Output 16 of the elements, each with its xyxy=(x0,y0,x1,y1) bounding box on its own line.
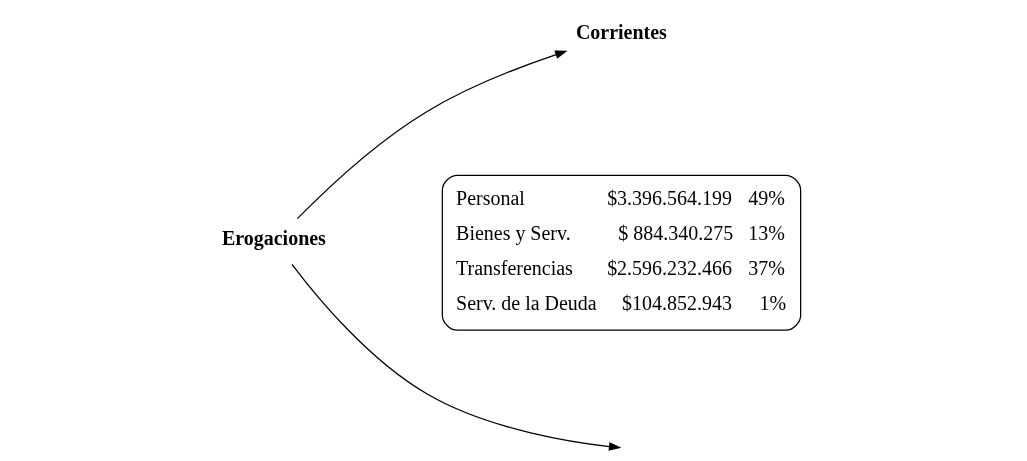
label: Personal xyxy=(456,187,525,210)
label: Bienes y Serv. xyxy=(456,222,571,245)
label: $104.852.943 xyxy=(622,291,732,314)
arrow xyxy=(291,263,622,451)
label: $2.596.232.466 xyxy=(607,256,732,279)
label: 13% xyxy=(748,222,785,245)
node-text: Erogaciones xyxy=(221,227,326,250)
label: Serv. de la Deuda xyxy=(456,291,597,314)
label: $3.396.564.199 xyxy=(607,187,732,210)
label: 37% xyxy=(748,256,785,279)
label: $ 884.340.275 xyxy=(618,222,734,245)
label: Transferencias xyxy=(456,256,573,279)
label: 49% xyxy=(748,187,785,210)
label: 1% xyxy=(759,291,787,314)
arrow xyxy=(296,50,568,220)
node-text: Corrientes xyxy=(575,21,667,44)
